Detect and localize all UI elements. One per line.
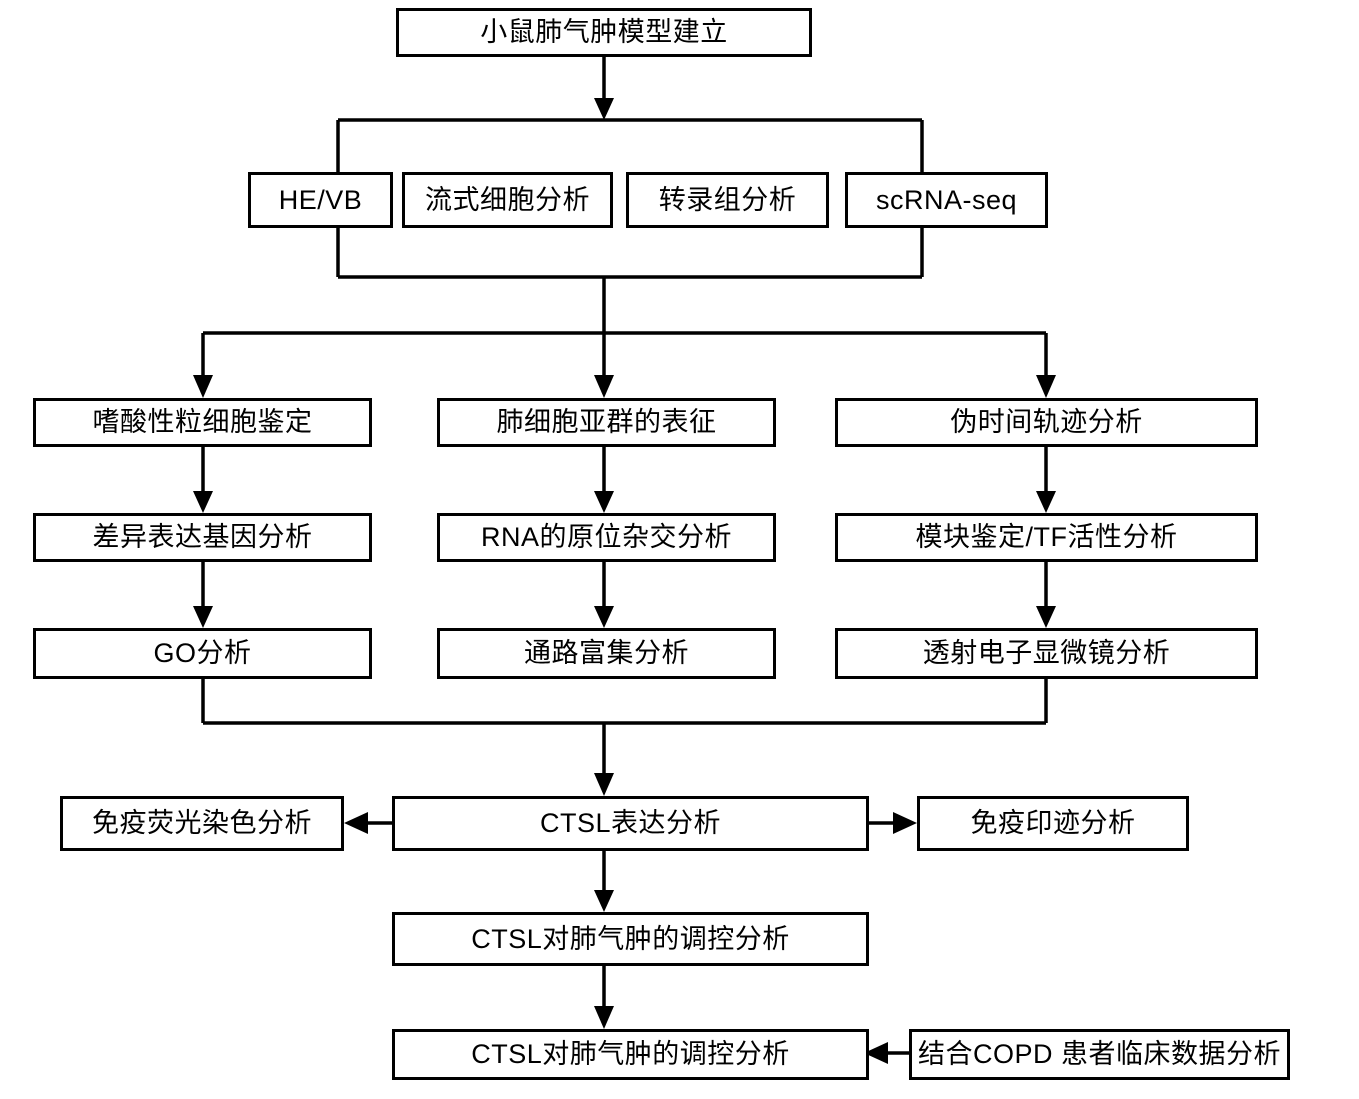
node-lung-cell-subset[interactable]: 肺细胞亚群的表征: [437, 398, 776, 447]
arrowhead-ctsl-to-wb: [893, 812, 917, 834]
node-go-analysis[interactable]: GO分析: [33, 628, 372, 679]
arrowhead-to-eosinophil: [193, 375, 213, 398]
node-ctsl-regulation-secondary[interactable]: CTSL对肺气肿的调控分析: [392, 1029, 869, 1080]
node-eosinophil-identification-label: 嗜酸性粒细胞鉴定: [92, 407, 313, 437]
node-scrna-seq[interactable]: scRNA-seq: [845, 172, 1048, 228]
node-ctsl-expression-label: CTSL表达分析: [539, 808, 722, 838]
arrowhead-ish-to-pathway: [594, 606, 614, 628]
node-rna-in-situ-hybridization[interactable]: RNA的原位杂交分析: [437, 513, 776, 562]
arrowhead-model-to-bus: [594, 98, 614, 120]
node-western-blot-label: 免疫印迹分析: [970, 808, 1136, 838]
arrowhead-module-to-tem: [1036, 606, 1056, 628]
node-scrna-seq-label: scRNA-seq: [875, 184, 1018, 215]
arrowhead-subset-to-ish: [594, 491, 614, 513]
arrowhead-merge-to-ctsl: [594, 773, 614, 796]
node-tem-analysis-label: 透射电子显微镜分析: [922, 638, 1171, 668]
node-pseudotime-trajectory-label: 伪时间轨迹分析: [950, 407, 1143, 437]
node-he-vb-label: HE/VB: [278, 184, 363, 215]
arrowhead-to-pseudotime: [1036, 375, 1056, 398]
node-lung-cell-subset-label: 肺细胞亚群的表征: [496, 407, 717, 437]
arrowhead-eosinophil-to-deg: [193, 491, 213, 513]
node-ctsl-regulation-secondary-label: CTSL对肺气肿的调控分析: [471, 1039, 790, 1069]
node-ctsl-expression[interactable]: CTSL表达分析: [392, 796, 869, 851]
node-flow-cytometry-label: 流式细胞分析: [425, 184, 590, 215]
node-pathway-enrichment-label: 通路富集分析: [524, 638, 689, 668]
node-flow-cytometry[interactable]: 流式细胞分析: [402, 172, 613, 228]
node-tem-analysis[interactable]: 透射电子显微镜分析: [835, 628, 1258, 679]
node-transcriptome-label: 转录组分析: [658, 184, 797, 215]
node-go-analysis-label: GO分析: [153, 638, 252, 668]
node-differential-expression-label: 差异表达基因分析: [92, 522, 313, 552]
node-eosinophil-identification[interactable]: 嗜酸性粒细胞鉴定: [33, 398, 372, 447]
node-rna-in-situ-hybridization-label: RNA的原位杂交分析: [480, 522, 732, 552]
node-he-vb[interactable]: HE/VB: [248, 172, 393, 228]
node-ctsl-regulation-primary-label: CTSL对肺气肿的调控分析: [471, 923, 790, 954]
node-immunofluorescence[interactable]: 免疫荧光染色分析: [60, 796, 344, 851]
arrowhead-deg-to-go: [193, 606, 213, 628]
node-transcriptome[interactable]: 转录组分析: [626, 172, 829, 228]
node-ctsl-regulation-primary[interactable]: CTSL对肺气肿的调控分析: [392, 912, 869, 966]
node-pathway-enrichment[interactable]: 通路富集分析: [437, 628, 776, 679]
node-copd-clinical-data-label: 结合COPD 患者临床数据分析: [917, 1039, 1281, 1069]
node-western-blot[interactable]: 免疫印迹分析: [917, 796, 1189, 851]
node-module-tf-activity[interactable]: 模块鉴定/TF活性分析: [835, 513, 1258, 562]
node-pseudotime-trajectory[interactable]: 伪时间轨迹分析: [835, 398, 1258, 447]
arrowhead-pseudotime-to-module: [1036, 491, 1056, 513]
arrowhead-merge-to-row3: [594, 375, 614, 398]
arrowhead-reg1-to-reg2: [594, 1006, 614, 1029]
arrowhead-ctsl-to-reg1: [594, 890, 614, 912]
node-module-tf-activity-label: 模块鉴定/TF活性分析: [915, 522, 1178, 552]
node-differential-expression[interactable]: 差异表达基因分析: [33, 513, 372, 562]
arrowhead-ctsl-to-if: [344, 812, 368, 834]
node-immunofluorescence-label: 免疫荧光染色分析: [92, 808, 312, 838]
node-model[interactable]: 小鼠肺气肿模型建立: [396, 8, 812, 57]
node-model-label: 小鼠肺气肿模型建立: [480, 17, 728, 47]
node-copd-clinical-data[interactable]: 结合COPD 患者临床数据分析: [909, 1029, 1290, 1080]
